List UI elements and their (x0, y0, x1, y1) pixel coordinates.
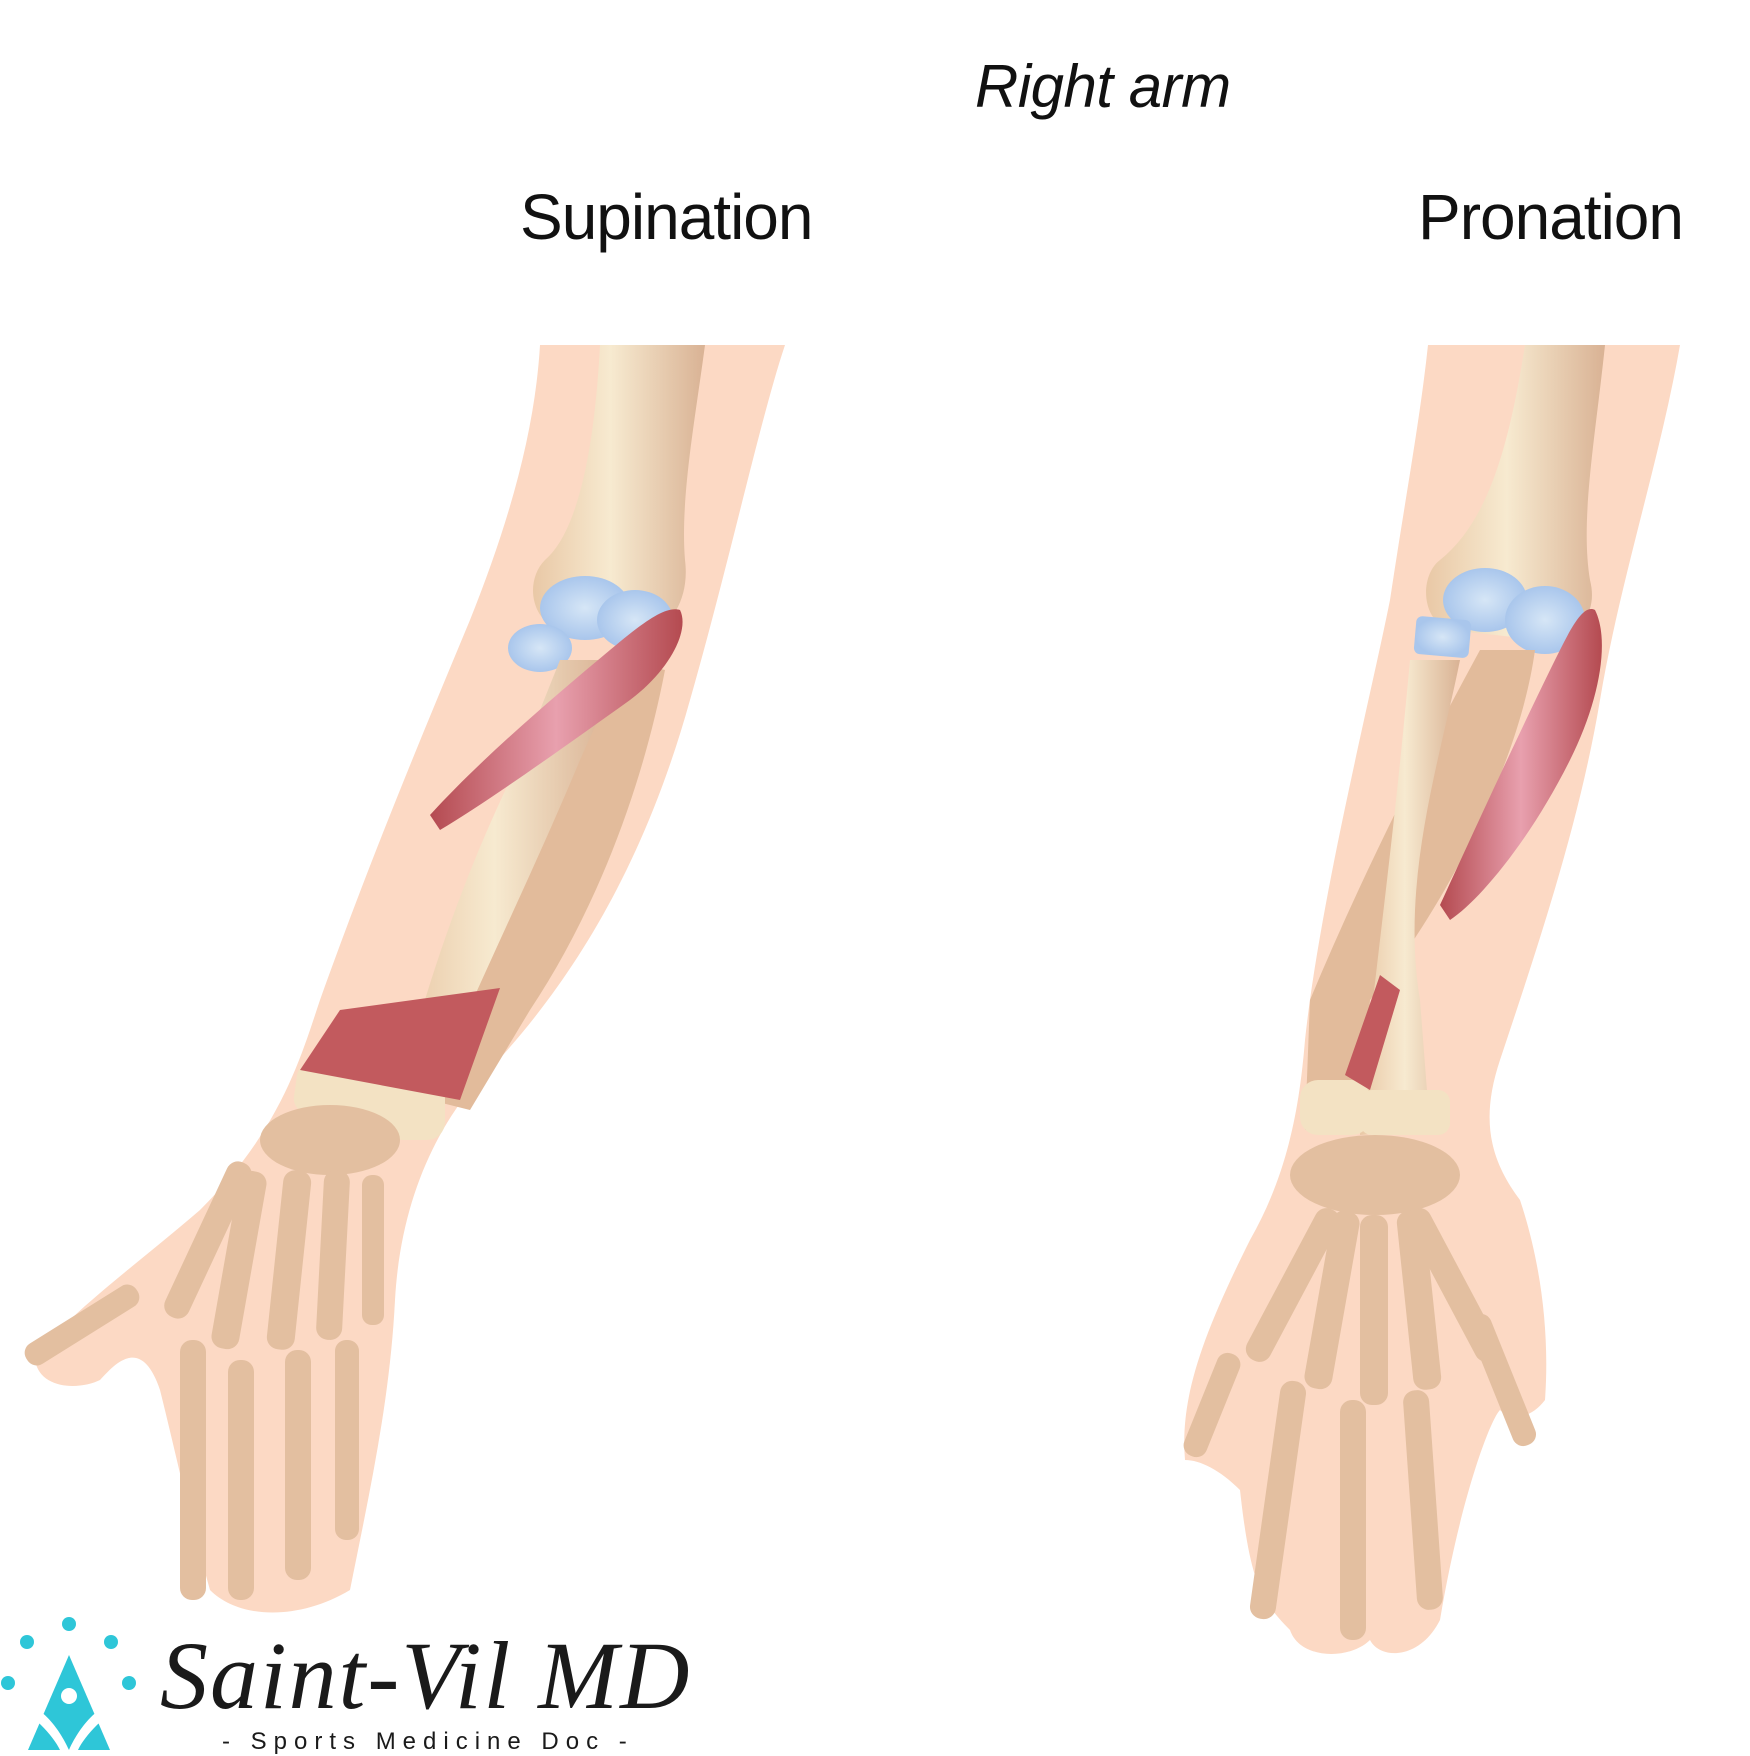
hand-bones (24, 1105, 400, 1600)
figure-title: Right arm (975, 53, 1231, 120)
hand-bones (1183, 1135, 1537, 1640)
supination-label: Supination (520, 181, 813, 253)
ulna-bone (400, 660, 610, 1100)
logo-tagline: - Sports Medicine Doc - (222, 1728, 634, 1755)
pronator-quadratus-muscle (1345, 975, 1400, 1090)
pronator-quadratus-muscle (300, 988, 500, 1100)
humerus-bone (533, 345, 705, 640)
humerus-bone (1426, 345, 1605, 640)
pronator-teres-muscle (1440, 609, 1602, 920)
pronation-label: Pronation (1418, 181, 1684, 253)
pronation-arm (1183, 345, 1680, 1654)
figure-with-dots-icon (1, 1617, 136, 1750)
supinator-muscle (430, 609, 683, 830)
ulna-bone (1305, 650, 1535, 1130)
logo-name: Saint-Vil MD (160, 1622, 692, 1729)
supination-arm (24, 345, 785, 1613)
